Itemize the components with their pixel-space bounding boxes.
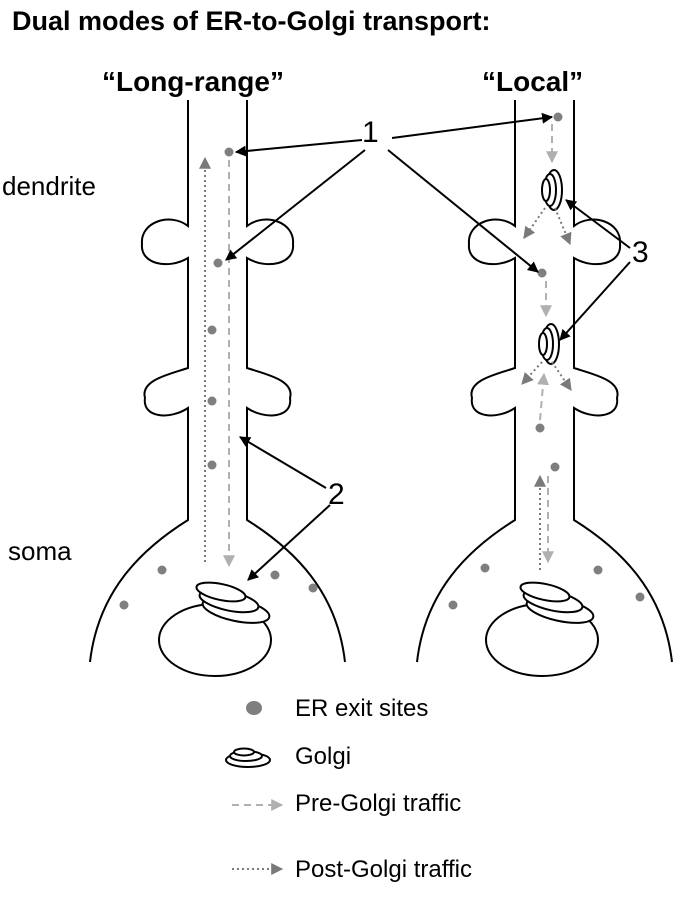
golgi-outpost-upper — [541, 169, 563, 211]
callout-1-arrow — [225, 149, 366, 261]
er-exit-site — [593, 565, 603, 575]
er-exit-site — [224, 147, 234, 157]
legend-golgi-icon — [225, 747, 271, 768]
er-exit-site — [553, 112, 563, 122]
legend-symbols — [225, 701, 284, 875]
callout-3-arrow — [565, 199, 631, 249]
legend-golgi: Golgi — [295, 743, 352, 770]
er-exit-site — [537, 268, 547, 278]
pre-golgi-arrow — [537, 372, 550, 421]
er-exit-site — [635, 592, 645, 602]
callout-3-arrow — [559, 261, 631, 341]
golgi-soma-left — [195, 581, 271, 624]
post-golgi-arrow — [551, 361, 572, 391]
er-exit-site — [270, 570, 280, 580]
diagram-title: Dual modes of ER-to-Golgi transport: — [12, 6, 491, 36]
er-exit-site — [213, 258, 223, 268]
er-exit-site — [308, 583, 318, 593]
soma-label: soma — [8, 536, 72, 566]
legend-er-exit-sites: ER exit sites — [295, 695, 429, 722]
post-golgi-arrow — [554, 207, 572, 246]
callout-1-arrow — [234, 139, 363, 157]
callout-number-2: 2 — [328, 478, 345, 511]
er-exit-site — [448, 600, 458, 610]
er-exit-site — [535, 423, 545, 433]
er-exit-site — [119, 600, 129, 610]
left-neuron-outline — [89, 100, 346, 677]
er-exit-site — [207, 325, 217, 335]
callout-1-arrow — [387, 149, 539, 273]
callout-number-3: 3 — [632, 236, 649, 269]
er-exit-site — [157, 565, 167, 575]
legend-post-golgi-traffic: Post-Golgi traffic — [295, 856, 472, 883]
post-golgi-arrow — [521, 361, 543, 385]
golgi-soma-right — [519, 581, 595, 624]
er-exit-site — [550, 462, 560, 472]
panel-title-local: “Local” — [482, 66, 584, 97]
er-exit-site — [480, 563, 490, 573]
golgi-outpost-lower — [538, 323, 560, 365]
er-exit-site — [207, 396, 217, 406]
post-golgi-arrow — [523, 207, 546, 239]
panel-title-long-range: “Long-range” — [102, 66, 284, 97]
er-exit-site — [207, 460, 217, 470]
callout-number-1: 1 — [362, 116, 379, 149]
callout-2-arrow — [239, 436, 327, 489]
legend-pre-golgi-traffic: Pre-Golgi traffic — [295, 790, 462, 817]
dendrite-label: dendrite — [2, 171, 96, 201]
callout-2-arrow — [247, 504, 331, 581]
legend-er-dot — [246, 701, 262, 715]
callout-1-arrow — [391, 112, 554, 139]
